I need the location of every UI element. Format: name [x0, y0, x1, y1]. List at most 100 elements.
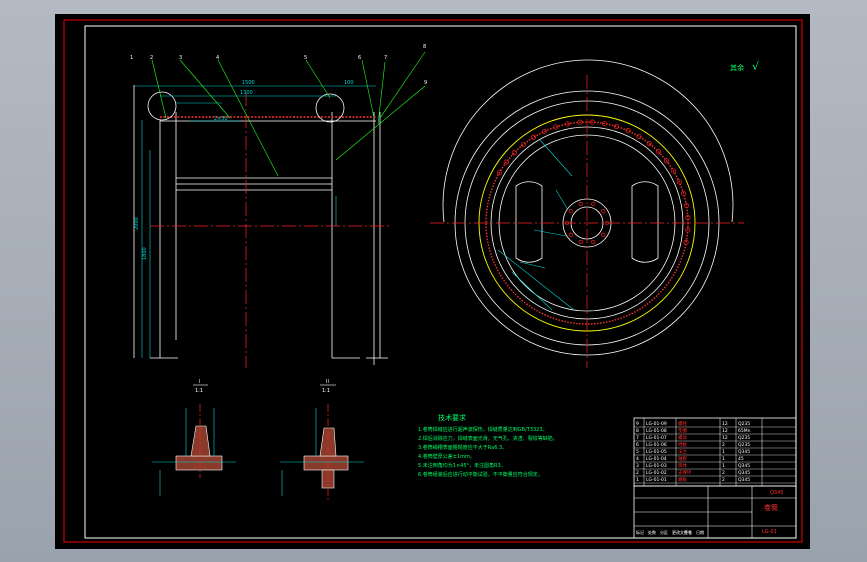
- rim-bolt-hole: [646, 140, 652, 146]
- title-header-cell: 处数: [648, 529, 656, 535]
- rim-bolt-hole: [676, 179, 682, 185]
- title-header-cell: 分区: [660, 529, 668, 535]
- hub-bolt-hole: [578, 239, 583, 245]
- bom-cell: LG-01-03: [646, 463, 667, 469]
- svg-text:1800: 1800: [142, 247, 148, 260]
- bom-cell: 挡板: [678, 441, 687, 448]
- bom-cell: 3: [636, 463, 639, 469]
- title-header-cell: 日期: [696, 529, 704, 535]
- rim-bolt-hole: [681, 190, 687, 197]
- technical-notes: 技术要求 1.卷筒焊缝应进行超声波探伤，焊缝质量达到GB/T3323。 2.焊后…: [418, 413, 558, 478]
- section-detail-left: I 1:1: [152, 379, 236, 496]
- bom-cell: 65Mn: [738, 428, 751, 434]
- title-header-cell: 签名: [684, 529, 692, 535]
- bom-cell: LG-01-02: [646, 470, 667, 476]
- front-view: 1500 1300 2×50 2000 1800 100: [133, 51, 426, 368]
- bom-cell: 5: [636, 449, 639, 455]
- bom-cell: Q235: [738, 442, 750, 448]
- rim-bolt-hole: [530, 134, 537, 140]
- balloon-2: 2: [150, 55, 153, 61]
- notes-line-4: 4.卷筒壁厚公差±1mm。: [418, 453, 475, 460]
- hub-bolt-hole: [601, 209, 606, 214]
- balloon-8: 8: [423, 44, 426, 50]
- notes-title: 技术要求: [438, 413, 466, 422]
- notes-line-2: 2.焊后消除应力，焊缝表面光滑，无气孔、夹渣、裂纹等缺陷。: [418, 435, 558, 442]
- rim-bolt-hole: [683, 239, 689, 245]
- bom-cell: 9: [636, 421, 639, 427]
- bom-cell: 45: [738, 456, 744, 462]
- rim-bolt-hole: [553, 124, 559, 130]
- bom-cell: 4: [636, 456, 639, 462]
- bom-cell: 2: [722, 470, 725, 476]
- svg-text:2000: 2000: [134, 217, 140, 230]
- hub-bolt-hole: [568, 232, 573, 237]
- rim-bolt-hole: [636, 133, 642, 139]
- bom-cell: 1: [722, 456, 725, 462]
- bom-cell: LG-01-04: [646, 456, 667, 462]
- bom-cell: LG-01-07: [646, 435, 667, 441]
- balloon-3: 3: [179, 55, 182, 61]
- notes-line-1: 1.卷筒焊缝应进行超声波探伤，焊缝质量达到GB/T3323。: [418, 426, 548, 433]
- bom-cell: 12: [722, 421, 728, 427]
- rim-bolt-hole: [685, 227, 691, 233]
- rim-bolt-hole: [625, 128, 631, 134]
- bom-cell: 1: [722, 449, 725, 455]
- bom-cell: 6: [636, 442, 639, 448]
- bom-cell: 2: [636, 470, 639, 476]
- balloon-7: 7: [384, 55, 387, 61]
- hub-bolt-hole: [564, 220, 570, 226]
- roughness-label: 其余: [730, 63, 744, 72]
- bom-cell: 支撑环: [678, 469, 692, 476]
- balloon-9: 9: [424, 80, 427, 86]
- hub-bolt-hole: [578, 201, 583, 207]
- balloon-5: 5: [304, 55, 307, 61]
- bom-cell: LG-01-01: [646, 477, 667, 483]
- bom-cell: Q345: [738, 470, 750, 476]
- bom-cell: Q345: [738, 477, 750, 483]
- rim-bolt-hole: [503, 159, 509, 165]
- roughness-symbol: √: [752, 60, 760, 73]
- rim-bolt-hole: [685, 215, 691, 221]
- rim-bolt-hole: [565, 121, 571, 127]
- rim-bolt-hole: [589, 119, 595, 125]
- svg-text:1500: 1500: [242, 80, 255, 86]
- side-view: [430, 59, 744, 368]
- title-header-cell: 标记: [636, 529, 644, 535]
- bom-cell: LG-01-05: [646, 449, 667, 455]
- bom-cell: 7: [636, 435, 639, 441]
- bom-cell: Q235: [738, 421, 750, 427]
- bom-cell: 12: [722, 435, 728, 441]
- bom-cell: LG-01-08: [646, 428, 667, 434]
- drawing-frame-inner: [84, 25, 797, 539]
- bom-cell: LG-01-06: [646, 442, 667, 448]
- title-part-name: 卷筒: [764, 503, 778, 512]
- hub-bolt-hole: [604, 220, 610, 226]
- bom-cell: 筒体: [678, 462, 687, 469]
- bom-cell: 轴套: [678, 455, 687, 462]
- svg-text:100: 100: [344, 80, 354, 86]
- hub-bolt-hole: [568, 209, 573, 214]
- rim-bolt-hole: [511, 150, 517, 156]
- balloon-4: 4: [216, 55, 219, 61]
- bom-cell: Q345: [738, 463, 750, 469]
- rim-bolt-hole: [613, 123, 620, 129]
- section-left-scale: 1:1: [195, 388, 203, 394]
- rim-bolt-hole: [496, 169, 503, 176]
- bom-cell: 螺栓: [678, 420, 687, 427]
- bom-cell: LG-01-09: [646, 421, 667, 427]
- section-left-letter: I: [199, 379, 200, 385]
- balloon-labels: 1 2 3 4 5 6 7 8 9: [130, 44, 427, 86]
- notes-line-3: 3.卷筒绳槽表面粗糙度应不大于Ra6.3。: [418, 444, 507, 451]
- svg-text:2×50: 2×50: [214, 116, 228, 122]
- bom-cell: 垫圈: [678, 427, 687, 434]
- svg-text:1300: 1300: [240, 90, 253, 96]
- bom-cell: 1: [636, 477, 639, 483]
- bom-cell: Q235: [738, 435, 750, 441]
- title-header-cell: 更改文件号: [672, 529, 692, 535]
- balloon-6: 6: [358, 55, 361, 61]
- section-right-letter: II: [326, 379, 329, 385]
- bom-cell: 端板: [678, 476, 687, 483]
- rim-bolt-hole: [655, 149, 661, 155]
- title-material: Q345: [770, 490, 783, 496]
